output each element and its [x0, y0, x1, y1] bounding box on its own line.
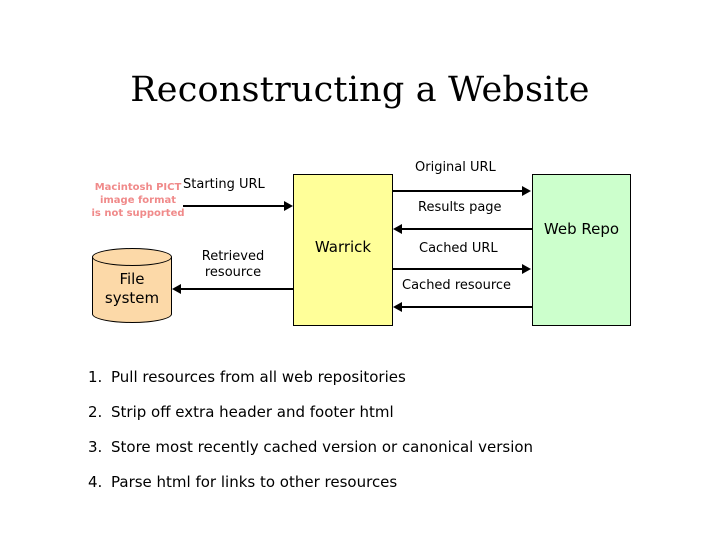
node-warrick-label: Warrick — [314, 238, 372, 256]
step-number: 4. — [88, 473, 103, 491]
edge-line-cached-resource — [401, 306, 532, 308]
node-warrick: Warrick — [293, 174, 393, 326]
steps-list: 1. Pull resources from all web repositor… — [88, 368, 688, 508]
list-item: 4. Parse html for links to other resourc… — [88, 473, 688, 492]
page-title: Reconstructing a Website — [130, 70, 590, 110]
edge-arrowhead-cached-resource — [393, 302, 402, 312]
list-item: 3. Store most recently cached version or… — [88, 438, 688, 457]
step-text: Store most recently cached version or ca… — [111, 438, 534, 456]
cylinder-top-ellipse — [92, 248, 172, 266]
broken-image-line-2: image format — [99, 195, 177, 206]
edge-arrowhead-results-page — [393, 224, 402, 234]
node-file-system-label-line-1: File — [119, 270, 145, 288]
edge-label-starting-url: Starting URL — [183, 177, 265, 192]
edge-arrowhead-cached-url — [522, 264, 531, 274]
node-web-repo: Web Repo — [532, 174, 631, 326]
edge-label-cached-resource: Cached resource — [402, 278, 512, 293]
edge-line-retrieved-resource — [180, 288, 293, 290]
step-text: Strip off extra header and footer html — [111, 403, 394, 421]
node-file-system-label: File system — [92, 270, 172, 308]
step-number: 3. — [88, 438, 103, 456]
step-text: Pull resources from all web repositories — [111, 368, 406, 386]
step-number: 2. — [88, 403, 103, 421]
broken-image-placeholder: Macintosh PICT image format is not suppo… — [84, 181, 192, 220]
step-number: 1. — [88, 368, 103, 386]
broken-image-line-3: is not supported — [91, 208, 185, 219]
list-item: 1. Pull resources from all web repositor… — [88, 368, 688, 387]
edge-arrowhead-starting-url — [284, 201, 293, 211]
edge-label-retrieved-resource-line-2: resource — [204, 265, 262, 280]
node-file-system-label-line-2: system — [104, 289, 160, 307]
edge-line-cached-url — [392, 268, 523, 270]
edge-line-original-url — [392, 190, 523, 192]
edge-label-original-url: Original URL — [415, 160, 496, 175]
edge-arrowhead-original-url — [522, 186, 531, 196]
edge-arrowhead-retrieved-resource — [172, 284, 181, 294]
broken-image-line-1: Macintosh PICT — [94, 182, 182, 193]
cylinder-body — [92, 257, 172, 314]
edge-label-results-page: Results page — [418, 200, 502, 215]
edge-label-retrieved-resource: Retrieved resource — [185, 249, 281, 281]
node-file-system: File system — [92, 248, 174, 324]
node-web-repo-label: Web Repo — [543, 220, 620, 238]
list-item: 2. Strip off extra header and footer htm… — [88, 403, 688, 422]
step-text: Parse html for links to other resources — [111, 473, 398, 491]
edge-label-cached-url: Cached URL — [419, 241, 498, 256]
edge-line-starting-url — [183, 205, 285, 207]
edge-line-results-page — [401, 228, 532, 230]
edge-label-retrieved-resource-line-1: Retrieved — [201, 249, 265, 264]
